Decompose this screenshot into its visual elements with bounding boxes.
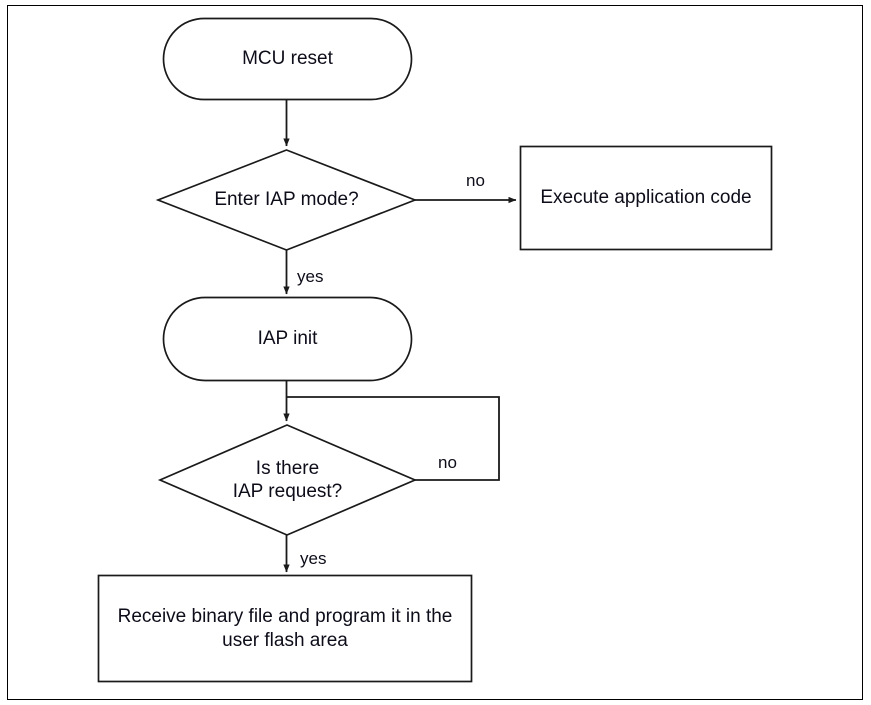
node-enter-iap-mode[interactable] — [155, 149, 418, 251]
node-iap-init[interactable] — [162, 296, 413, 382]
node-mcu-reset[interactable] — [162, 17, 413, 101]
node-execute-application-code[interactable] — [519, 145, 773, 251]
node-is-there-iap-request[interactable] — [157, 424, 418, 536]
node-receive-binary[interactable] — [97, 574, 473, 683]
edge-request-loop-back — [286, 396, 500, 481]
